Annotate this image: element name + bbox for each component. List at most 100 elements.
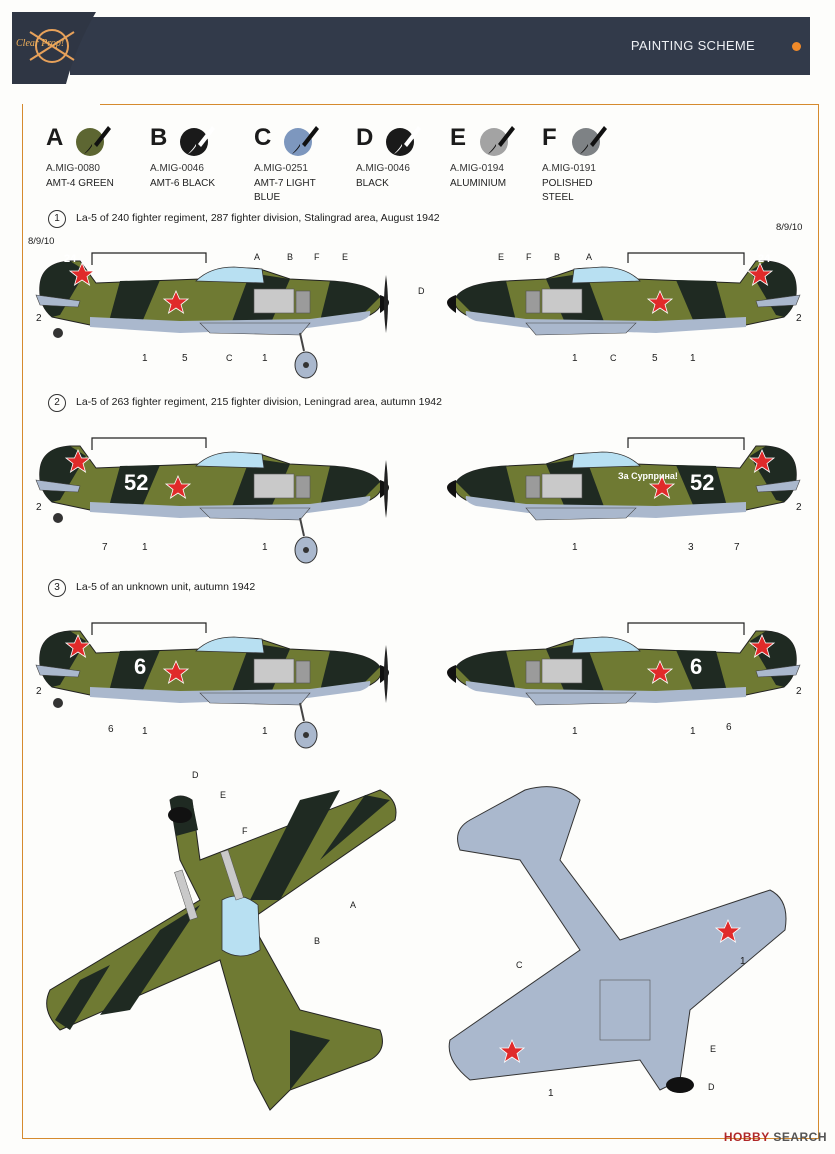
- callout-number: 2: [36, 313, 42, 324]
- swatch-name: ALUMINIUM: [450, 178, 507, 189]
- swatch-name: AMT-7 LIGHT BLUE: [254, 178, 316, 203]
- callout-number: 1: [690, 353, 696, 364]
- swatch-code: A.MIG-0046: [150, 163, 204, 174]
- swatch-letter: A: [46, 124, 64, 151]
- callout-number: 1: [142, 353, 148, 364]
- swatch-code: A.MIG-0080: [46, 163, 100, 174]
- callout-number: 1: [142, 726, 148, 737]
- scheme-caption: La-5 of 263 fighter regiment, 215 fighte…: [76, 396, 442, 408]
- top-label: F: [242, 826, 248, 836]
- callout-number: 3: [688, 542, 694, 553]
- page-title: PAINTING SCHEME: [630, 38, 755, 53]
- swatch-code: A.MIG-0191: [542, 163, 596, 174]
- callout-number: 1: [572, 726, 578, 737]
- label-f: F: [314, 252, 320, 262]
- scheme-2-right-fuselage-number: 52: [690, 470, 715, 495]
- label-b: B: [287, 252, 294, 262]
- svg-text:Clear Prop!: Clear Prop!: [16, 38, 64, 49]
- scheme-1-left-tail-number: 24: [64, 253, 77, 265]
- top-view-illustration: [46, 789, 397, 1111]
- bottom-label: E: [710, 1044, 717, 1054]
- clear-prop-logo-icon: Clear Prop!: [12, 12, 96, 84]
- callout-number: 7: [734, 542, 740, 553]
- swatch-letter: C: [254, 124, 272, 151]
- label-e: E: [498, 252, 505, 262]
- scheme-2-side-slogan: За Сурприна!: [618, 471, 678, 481]
- hobby-search-watermark: HOBBY SEARCH: [724, 1130, 827, 1144]
- swatch-code: A.MIG-0251: [254, 163, 308, 174]
- label-a: A: [254, 252, 261, 262]
- scheme-caption: La-5 of an unknown unit, autumn 1942: [76, 581, 256, 593]
- callout-number: 6: [726, 722, 732, 733]
- scheme-1-right-view: [446, 252, 801, 336]
- scheme-3-left-fuselage-number: 6: [134, 654, 147, 679]
- top-label: D: [192, 770, 199, 780]
- callout-number: 1: [142, 542, 148, 553]
- bottom-view-illustration: [448, 786, 787, 1093]
- scheme-3-right-view: [446, 622, 801, 706]
- scheme-1-right-callout: 8/9/10: [776, 222, 803, 233]
- paint-brush-icon: [386, 126, 421, 156]
- swatch-name: AMT-4 GREEN: [46, 178, 114, 189]
- callout-number: 2: [796, 686, 802, 697]
- page-frame: [22, 104, 819, 1139]
- callout-number: 5: [652, 353, 658, 364]
- callout-number: 1: [572, 542, 578, 553]
- label-a: A: [586, 252, 593, 262]
- orange-dot-icon: [792, 42, 801, 51]
- bottom-label: C: [516, 960, 523, 970]
- swatch-code: A.MIG-0194: [450, 163, 504, 174]
- callout-number: 1: [262, 542, 268, 553]
- callout-number: 2: [796, 502, 802, 513]
- scheme-2-left-view: [35, 437, 390, 564]
- swatch-code: A.MIG-0046: [356, 163, 410, 174]
- scheme-number: 3: [48, 579, 66, 597]
- label-b: B: [554, 252, 561, 262]
- frame-top-line: [100, 104, 818, 105]
- callout-number: 7: [102, 542, 108, 553]
- scheme-caption: La-5 of 240 fighter regiment, 287 fighte…: [76, 212, 440, 224]
- top-label: E: [220, 790, 227, 800]
- top-label: B: [314, 936, 321, 946]
- swatch-letter: D: [356, 124, 374, 151]
- callout-number: 2: [36, 686, 42, 697]
- callout-number: 1: [572, 353, 578, 364]
- watermark-suffix: SEARCH: [773, 1130, 827, 1144]
- scheme-number: 1: [48, 210, 66, 228]
- paint-brush-icon: [284, 126, 319, 156]
- bottom-label: D: [708, 1082, 715, 1092]
- scheme-1-right-tail-number: 24: [758, 253, 771, 265]
- color-legend: A A.MIG-0080 AMT-4 GREEN B A.MIG-0046 AM…: [46, 122, 806, 212]
- label-f: F: [526, 252, 532, 262]
- watermark-brand: HOBBY: [723, 1130, 770, 1144]
- scheme-3-right-fuselage-number: 6: [690, 654, 703, 679]
- callout-number: 2: [796, 313, 802, 324]
- callout-number: 2: [36, 502, 42, 513]
- callout-number: 1: [690, 726, 696, 737]
- bottom-label: 1: [548, 1088, 554, 1099]
- swatch-letter: B: [150, 124, 168, 151]
- swatch-name: BLACK: [356, 178, 389, 189]
- label-c: C: [610, 353, 617, 363]
- bottom-label: 1: [740, 956, 746, 967]
- scheme-2-left-fuselage-number: 52: [124, 470, 149, 495]
- header-bar: [70, 17, 810, 75]
- top-label: A: [350, 900, 357, 910]
- swatch-letter: F: [542, 124, 557, 151]
- scheme-number: 2: [48, 394, 66, 412]
- label-d: D: [418, 286, 425, 296]
- page-header: Clear Prop! PAINTING SCHEME: [0, 0, 835, 104]
- callout-number: 1: [262, 726, 268, 737]
- label-e: E: [342, 252, 349, 262]
- paint-brush-icon: [572, 126, 607, 156]
- paint-brush-icon: [480, 126, 515, 156]
- callout-number: 6: [108, 724, 114, 735]
- scheme-1-left-view: [35, 252, 390, 379]
- swatch-name: AMT-6 BLACK: [150, 178, 216, 189]
- scheme-1-left-callout: 8/9/10: [28, 236, 55, 247]
- paint-brush-icon: [76, 126, 111, 156]
- swatch-name: POLISHED STEEL: [542, 178, 593, 203]
- scheme-3-left-view: [35, 622, 390, 749]
